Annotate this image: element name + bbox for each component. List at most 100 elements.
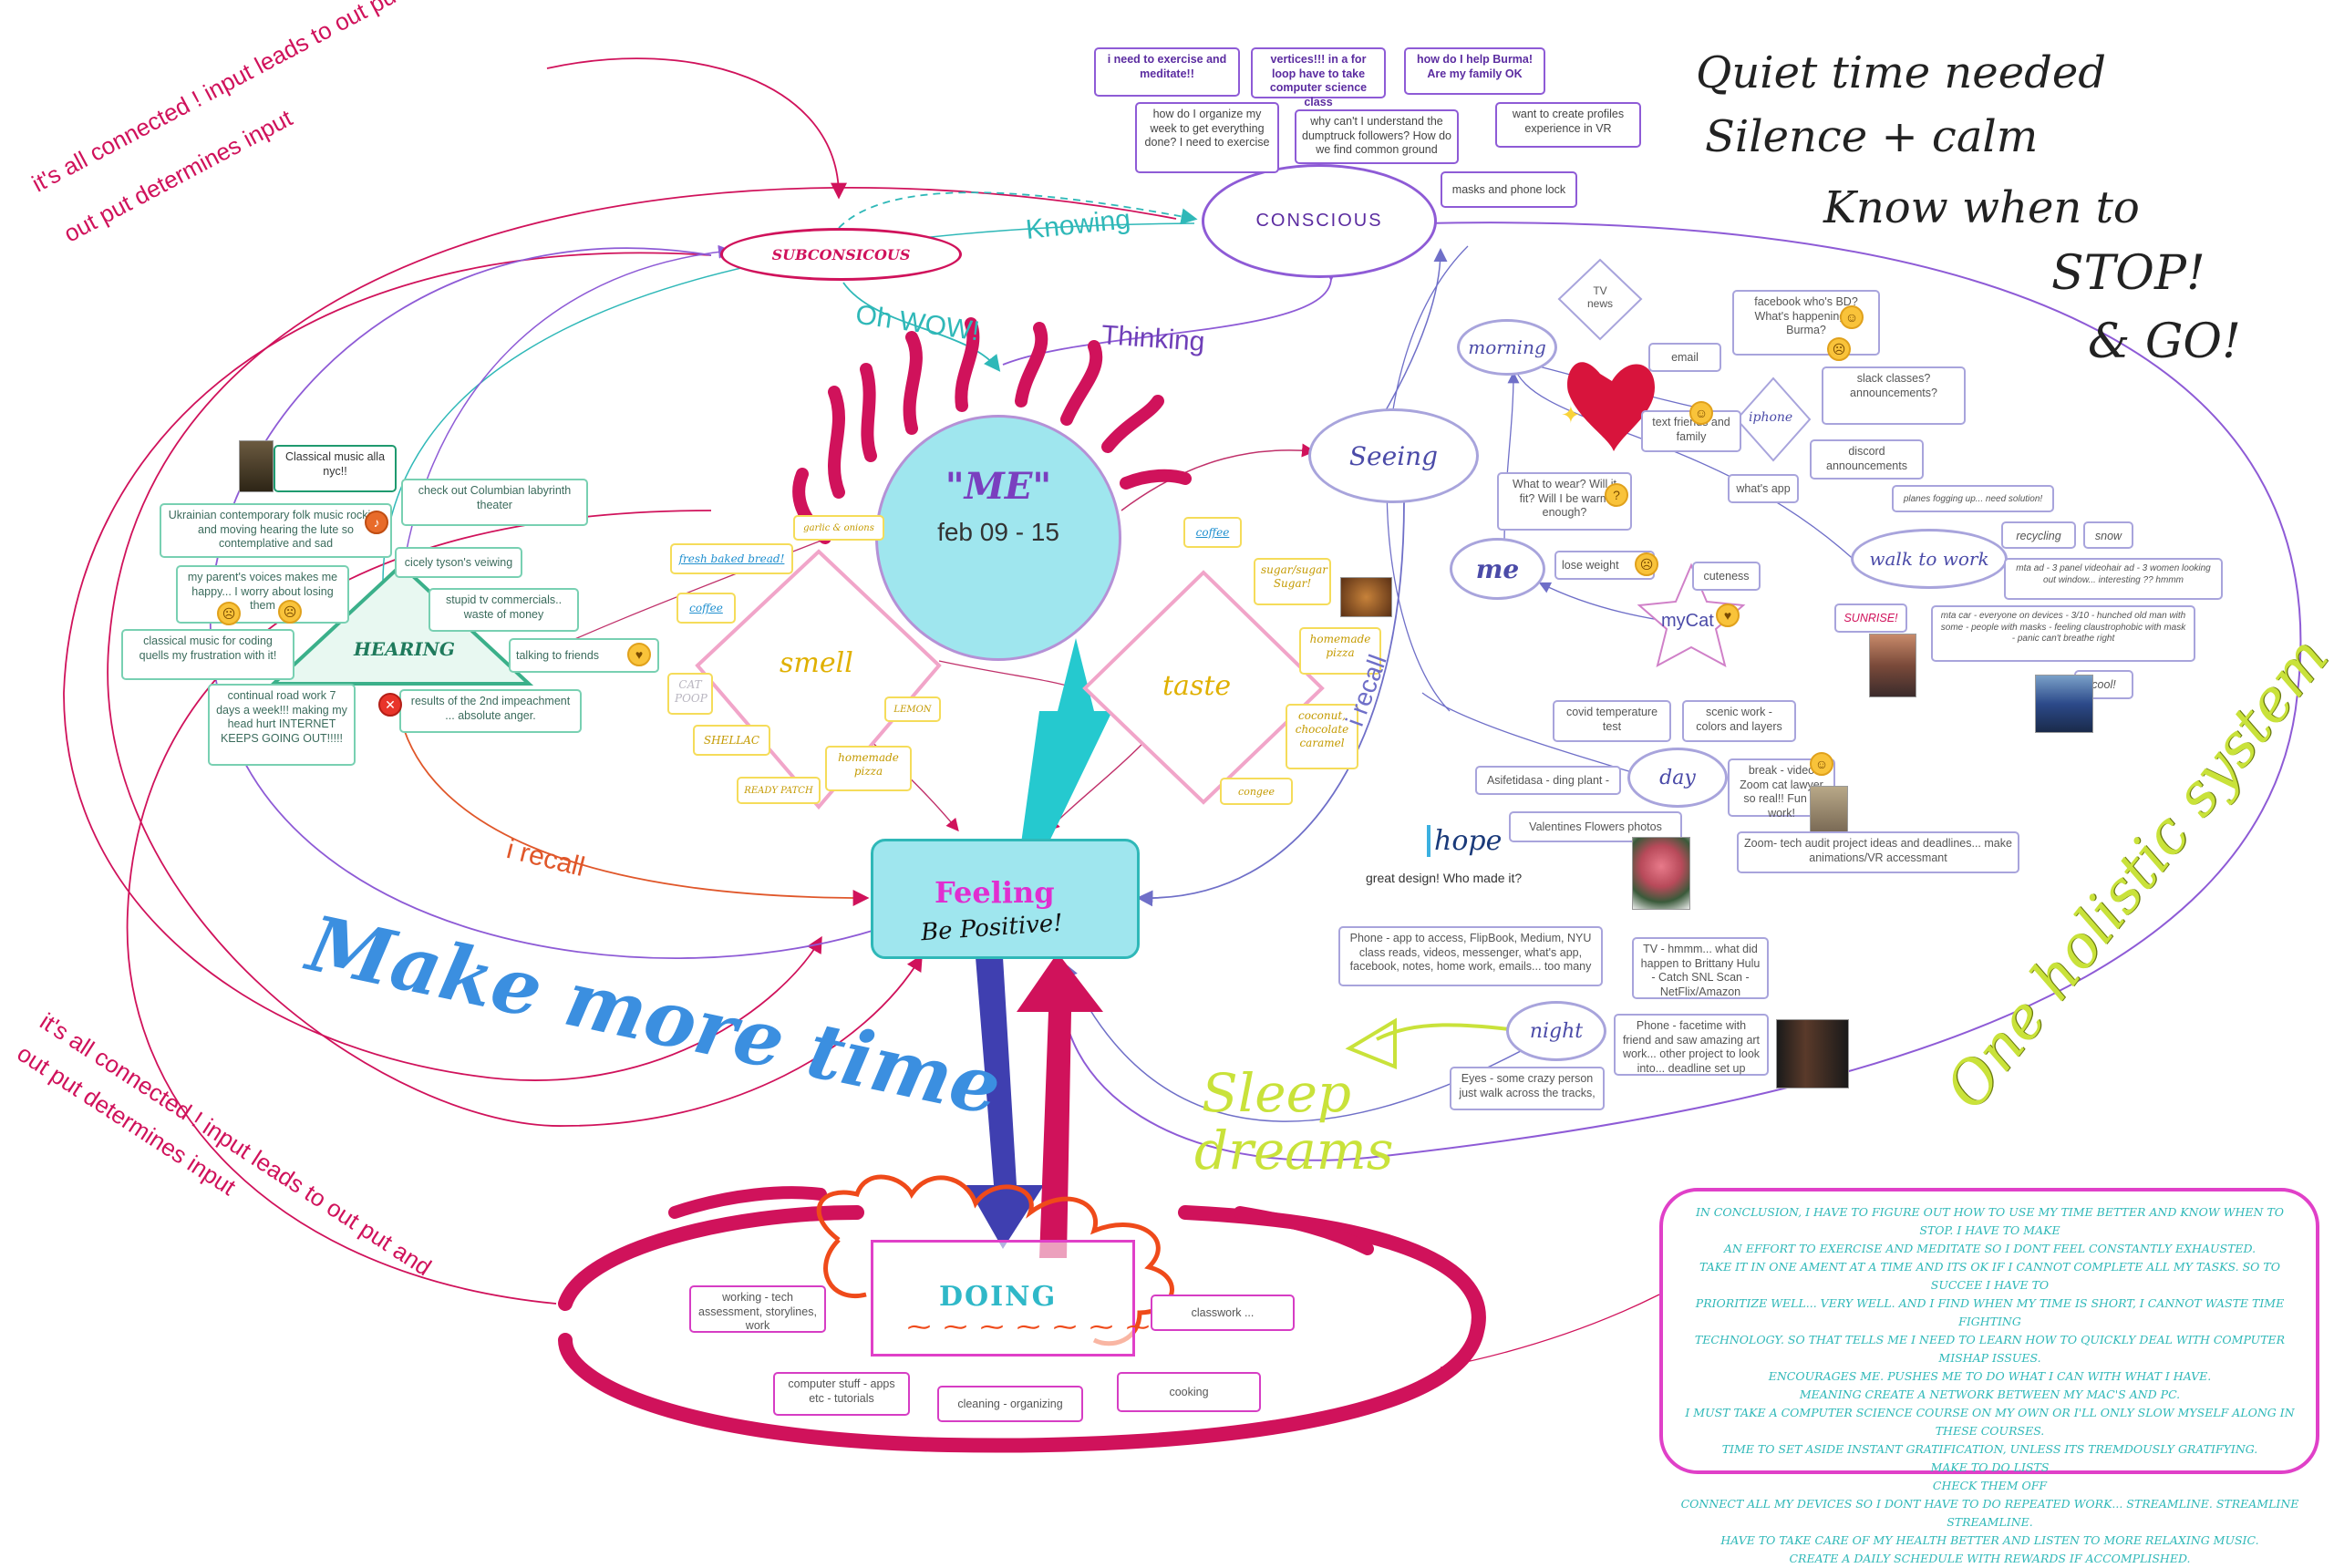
note-vr-profiles[interactable]: want to create profiles experience in VR <box>1495 102 1641 148</box>
conclusion-line: ENCOURAGES ME. PUSHES ME TO DO WHAT I CA… <box>1768 1369 2212 1383</box>
note-organize[interactable]: how do I organize my week to get everyth… <box>1135 102 1279 173</box>
conscious-label: CONSCIOUS <box>1255 211 1383 231</box>
up-arrow-crimson <box>1017 953 1103 1258</box>
taste-note-congee[interactable]: congee <box>1220 778 1293 805</box>
hearing-note-classical-nyc[interactable]: Classical music alla nyc!! <box>274 445 397 492</box>
iphone-label: iphone <box>1749 410 1793 425</box>
down-arrow-navy <box>966 957 1044 1249</box>
smell-note-cat-poop[interactable]: CAT POOP <box>667 673 713 715</box>
night-node[interactable]: night <box>1506 1001 1606 1061</box>
hearing-note-impeachment[interactable]: results of the 2nd impeachment ... absol… <box>399 689 582 733</box>
mycat-label: myCat <box>1661 611 1714 631</box>
note-masks[interactable]: masks and phone lock <box>1441 171 1577 208</box>
doing-note-cooking[interactable]: cooking <box>1117 1372 1261 1412</box>
taste-note-sugar[interactable]: sugar/sugar Sugar! <box>1254 558 1331 605</box>
me-squiggles <box>792 317 1192 544</box>
note-facetime[interactable]: Phone - facetime with friend and saw ama… <box>1614 1014 1769 1076</box>
doing-node[interactable] <box>871 1240 1135 1357</box>
conclusion-text: IN CONCLUSION, I HAVE TO FIGURE OUT HOW … <box>1678 1203 2302 1568</box>
iphone-diamond <box>1735 377 1812 462</box>
doing-note-cleaning[interactable]: cleaning - organizing <box>937 1386 1083 1422</box>
note-email[interactable]: email <box>1648 343 1721 372</box>
morning-node[interactable]: morning <box>1457 319 1557 376</box>
conclusion-line: MEANING CREATE A NETWORK BETWEEN MY MAC'… <box>1799 1387 2181 1401</box>
hearing-note-labyrinth[interactable]: check out Columbian labyrinth theater <box>401 479 588 526</box>
smell-note-pizza[interactable]: homemade pizza <box>825 746 912 791</box>
doing-note-working[interactable]: working - tech assessment, storylines, w… <box>689 1285 826 1333</box>
quiet-line-4: STOP! <box>2051 246 2205 301</box>
note-mta-car[interactable]: mta car - everyone on devices - 3/10 - h… <box>1931 605 2195 662</box>
note-cuteness[interactable]: cuteness <box>1692 562 1761 591</box>
note-eyes[interactable]: Eyes - some crazy person just walk acros… <box>1450 1067 1605 1110</box>
note-dumptruck[interactable]: why can't I understand the dumptruck fol… <box>1295 109 1459 164</box>
hearing-to-conscious <box>382 222 1195 584</box>
cat-heart-eyes-icon: ♥ <box>1716 603 1740 627</box>
hearing-note-commercials[interactable]: stupid tv commercials.. waste of money <box>429 588 579 632</box>
smell-note-bread[interactable]: fresh baked bread! <box>670 543 793 574</box>
walk-to-work-node[interactable]: walk to work <box>1851 529 2008 589</box>
seeing-label: Seeing <box>1348 440 1439 471</box>
subconscious-label: SUBCONSICOUS <box>771 245 911 263</box>
note-recycling[interactable]: recycling <box>2001 521 2076 549</box>
conclusion-link <box>1440 1294 1660 1368</box>
taste-note-coffee[interactable]: coffee <box>1183 517 1242 548</box>
doing-note-computer[interactable]: computer stuff - apps etc - tutorials <box>773 1372 910 1416</box>
food-photo <box>1340 577 1392 617</box>
note-slack[interactable]: slack classes? announcements? <box>1822 366 1966 425</box>
note-whatsapp[interactable]: what's app <box>1728 474 1799 503</box>
feeling-label: Feeling <box>935 875 1055 910</box>
smell-note-shellac[interactable]: SHELLAC <box>693 725 770 756</box>
conclusion-line: IN CONCLUSION, I HAVE TO FIGURE OUT HOW … <box>1695 1205 2285 1237</box>
musician-icon: ♪ <box>365 511 388 534</box>
smell-note-ready-patch[interactable]: READY PATCH <box>737 777 821 804</box>
note-scenic[interactable]: scenic work - colors and layers <box>1682 700 1796 742</box>
conscious-node[interactable]: CONSCIOUS <box>1202 164 1437 278</box>
note-phone-app[interactable]: Phone - app to access, FlipBook, Medium,… <box>1338 926 1603 986</box>
note-zoom-tech[interactable]: Zoom- tech audit project ideas and deadl… <box>1737 831 2019 873</box>
me-node[interactable] <box>875 415 1121 661</box>
me-node-small[interactable]: me <box>1450 538 1545 600</box>
note-vertices[interactable]: vertices!!! in a for loop have to take c… <box>1251 47 1386 108</box>
note-planes[interactable]: planes fogging up... need solution! <box>1892 485 2054 512</box>
note-covid[interactable]: covid temperature test <box>1553 700 1671 742</box>
conclusion-frame <box>1659 1188 2319 1474</box>
note-mta-ad[interactable]: mta ad - 3 panel videohair ad - 3 women … <box>2004 558 2223 600</box>
note-burma[interactable]: how do I help Burma! Are my family OK <box>1404 47 1545 95</box>
note-tv-hmm[interactable]: TV - hmmm... what did happen to Brittany… <box>1632 937 1769 999</box>
conclusion-line: TIME TO SET ASIDE INSTANT GRATIFICATION,… <box>1721 1442 2258 1456</box>
conclusion-line: AN EFFORT TO EXERCISE AND MEDITATE SO I … <box>1723 1242 2257 1255</box>
doing-note-classwork[interactable]: classwork ... <box>1151 1295 1295 1331</box>
hearing-note-road-work[interactable]: continual road work 7 days a week!!! mak… <box>208 684 356 766</box>
recall-left <box>400 719 870 906</box>
conclusion-line: PRIORITIZE WELL... VERY WELL. AND I FIND… <box>1695 1296 2285 1328</box>
quiet-line-3: Know when to <box>1823 182 2140 233</box>
note-asifetidasa[interactable]: Asifetidasa - ding plant - <box>1475 766 1621 795</box>
taste-diamond <box>1082 570 1325 805</box>
conclusion-line: TECHNOLOGY. SO THAT TELLS ME I NEED TO L… <box>1694 1333 2286 1365</box>
hearing-note-cicely[interactable]: cicely tyson's veiwing <box>395 547 522 578</box>
smell-note-lemon[interactable]: LEMON <box>884 696 941 722</box>
subconscious-node[interactable]: SUBCONSICOUS <box>720 228 962 281</box>
smell-note-garlic[interactable]: garlic & onions <box>793 515 884 541</box>
taste-note-pizza[interactable]: homemade pizza <box>1299 627 1381 675</box>
seeing-node[interactable]: Seeing <box>1308 408 1479 503</box>
dreams-label: dreams <box>1194 1119 1394 1181</box>
note-discord[interactable]: discord announcements <box>1810 439 1924 480</box>
note-sunrise[interactable]: SUNRISE! <box>1834 603 1907 633</box>
feeling-node[interactable] <box>871 839 1140 959</box>
note-snow[interactable]: snow <box>2083 521 2133 549</box>
hearing-note-coding-music[interactable]: classical music for coding quells my fru… <box>121 629 294 680</box>
taste-note-coconut[interactable]: coconut, chocolate caramel <box>1286 704 1358 769</box>
smell-label: smell <box>780 647 853 679</box>
hearing-note-parents[interactable]: my parent's voices makes me happy... I w… <box>176 565 349 624</box>
outer-loop-left-1 <box>63 252 822 1081</box>
me-title: "ME" <box>945 465 1052 508</box>
sunrise-photo <box>1869 634 1916 697</box>
heart-sparkle-icon: ✦ <box>1561 401 1581 428</box>
conclusion-line: TAKE IT IN ONE AMENT AT A TIME AND ITS O… <box>1699 1260 2280 1292</box>
smell-note-coffee[interactable]: coffee <box>676 593 736 624</box>
blush-face-icon: ☺ <box>1689 401 1713 425</box>
day-node[interactable]: day <box>1627 748 1728 808</box>
note-exercise[interactable]: i need to exercise and meditate!! <box>1094 47 1240 97</box>
hearing-note-ukrainian[interactable]: Ukrainian contemporary folk music rockin… <box>160 503 392 558</box>
